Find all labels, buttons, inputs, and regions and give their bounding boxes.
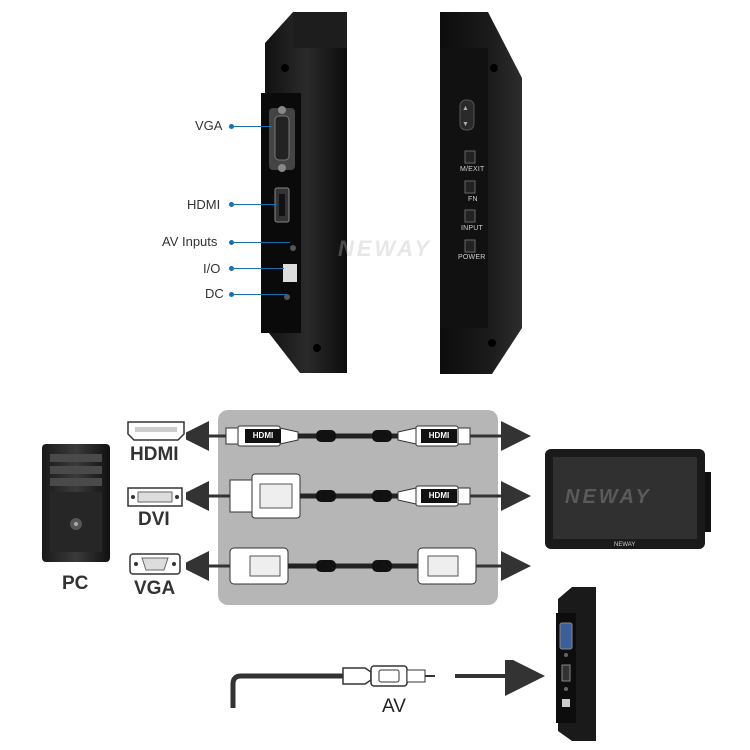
hdmi-dot: [229, 202, 234, 207]
dvi-connector-icon: [127, 487, 183, 507]
monitor-logo: NEWAY: [614, 542, 636, 548]
monitor-side-view: [261, 12, 347, 373]
dc-lead: [232, 294, 287, 295]
vga-lead: [232, 126, 272, 127]
dvi-source-label: DVI: [138, 509, 170, 530]
power-label: POWER: [458, 254, 486, 261]
screen-watermark: NEWAY: [565, 486, 652, 508]
pc-tower-icon: [42, 444, 110, 562]
menu-exit-label: M/EXIT: [460, 166, 485, 173]
fn-label: FN: [468, 196, 478, 203]
dc-dot: [229, 292, 234, 297]
svg-text:▼: ▼: [462, 121, 469, 128]
monitor-front-view: [545, 449, 711, 549]
av-label: AV: [382, 696, 406, 717]
av-port-icon: [290, 245, 296, 251]
vga-connector-icon: [129, 553, 181, 575]
hdmi-plug-label-right: HDMI: [421, 429, 457, 443]
hdmi-plug-label-left: HDMI: [245, 429, 281, 443]
io-dot: [229, 266, 234, 271]
vga-dot: [229, 124, 234, 129]
av-cable: [230, 660, 545, 708]
monitor-back-view: ▲ ▼: [440, 12, 522, 374]
av-inputs-label: AV Inputs: [162, 234, 218, 249]
hdmi-plug-label-dvi-row: HDMI: [421, 489, 457, 503]
cable-rows: [186, 421, 531, 585]
dc-port-icon: [284, 294, 290, 300]
av-inputs-dot: [229, 240, 234, 245]
dc-label: DC: [205, 286, 224, 301]
vga-label: VGA: [195, 118, 223, 133]
io-lead: [232, 268, 284, 269]
hdmi-connector-icon: [127, 421, 185, 441]
svg-text:▲: ▲: [462, 105, 469, 112]
hdmi-port-icon: [274, 187, 290, 223]
io-label: I/O: [203, 261, 221, 276]
hdmi-source-label: HDMI: [130, 444, 179, 465]
vga-source-label: VGA: [134, 578, 176, 599]
brand-watermark: NEWAY: [338, 236, 433, 261]
hdmi-label: HDMI: [187, 197, 221, 212]
pc-label: PC: [62, 573, 89, 594]
input-label: INPUT: [461, 225, 483, 232]
io-port-icon: [283, 264, 297, 282]
vga-port-icon: [269, 106, 295, 172]
monitor-side-small: [556, 587, 596, 741]
av-inputs-lead: [232, 242, 290, 243]
hdmi-lead: [232, 204, 277, 205]
